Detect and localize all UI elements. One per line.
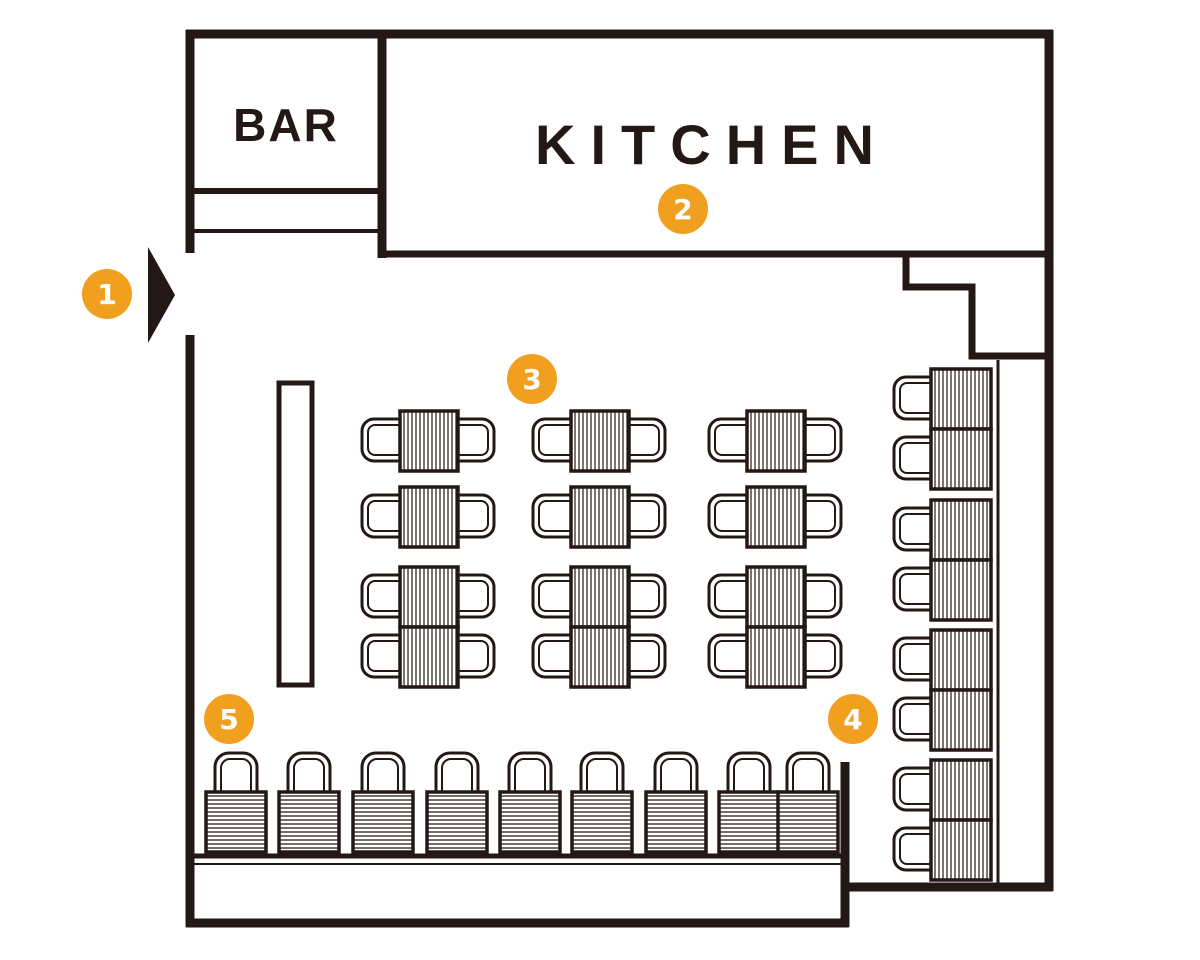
kitchen-label: KITCHEN (535, 113, 889, 176)
counters (190, 360, 1000, 887)
marker-3: 3 (507, 354, 557, 404)
center-table-seat (360, 485, 496, 549)
center-table-seat (531, 485, 667, 549)
center-table-seat (531, 625, 667, 689)
wall-table-seat (892, 498, 993, 562)
marker-1-label: 1 (97, 278, 116, 311)
bar-area (190, 34, 387, 258)
wall-table-seat (892, 367, 993, 431)
marker-2: 2 (658, 184, 708, 234)
marker-1: 1 (82, 269, 132, 319)
marker-4: 4 (828, 694, 878, 744)
wall-table-seat (892, 818, 993, 882)
wall-table-seat (892, 628, 993, 692)
kitchen-area (378, 250, 1053, 360)
center-table-seat (360, 565, 496, 629)
counter-stool (425, 751, 489, 854)
marker-5: 5 (204, 694, 254, 744)
center-table-seat (531, 409, 667, 473)
marker-4-label: 4 (843, 703, 862, 736)
wall-table-seat (892, 688, 993, 752)
marker-5-label: 5 (219, 703, 238, 736)
furniture (204, 367, 993, 882)
wall-table-seat (892, 758, 993, 822)
center-table-seat (360, 409, 496, 473)
center-table-seat (707, 625, 843, 689)
center-table-seat (707, 409, 843, 473)
center-table-seat (707, 485, 843, 549)
counter-stool (277, 751, 341, 854)
wall-table-seat (892, 427, 993, 491)
center-table-seat (360, 625, 496, 689)
wall-table-seat (892, 558, 993, 622)
marker-2-label: 2 (673, 193, 692, 226)
counter-stool (776, 751, 840, 854)
walls (185, 29, 1054, 928)
entrance-arrow-icon (148, 247, 175, 343)
center-table-seat (707, 565, 843, 629)
bar-label: BAR (233, 99, 339, 151)
counter-stool (644, 751, 708, 854)
counter-stool (204, 751, 268, 854)
counter-stool (351, 751, 415, 854)
center-table-seat (531, 565, 667, 629)
counter-stool (498, 751, 562, 854)
counter-stool (717, 751, 781, 854)
marker-3-label: 3 (522, 363, 541, 396)
counter-stool (570, 751, 634, 854)
side-counter (276, 380, 315, 688)
